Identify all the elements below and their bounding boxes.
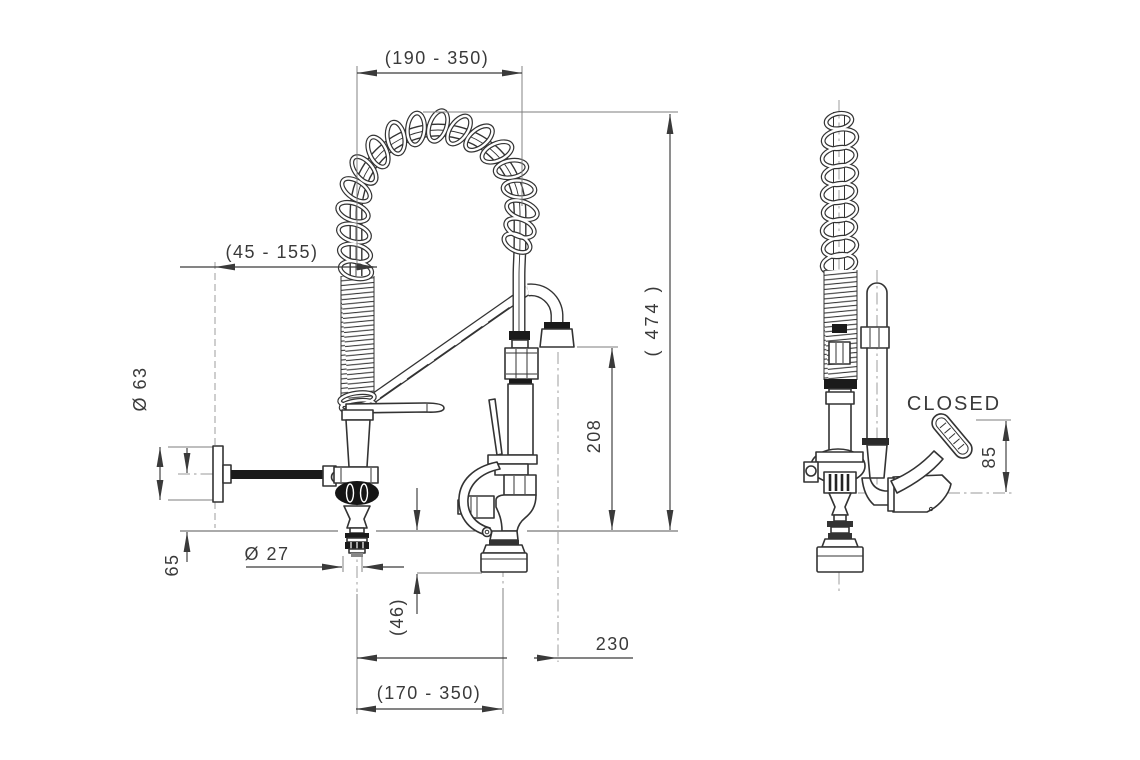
spray-valve bbox=[457, 331, 539, 538]
valve-elbow bbox=[495, 494, 537, 532]
dim-spout-reach-label: 230 bbox=[596, 634, 631, 654]
valve-body-side bbox=[803, 413, 973, 513]
quick-connect-inlet bbox=[345, 533, 369, 557]
dim-head-reach-label: (170 - 350) bbox=[377, 683, 482, 703]
spout-tube-side bbox=[860, 282, 894, 506]
dim-lever-height-label: 85 bbox=[979, 445, 999, 468]
lever-grip bbox=[931, 413, 973, 459]
dim-flange-diameter-label: Ø 63 bbox=[130, 366, 150, 411]
lever-arm-side bbox=[890, 450, 944, 494]
dim-overall-height-label: ( 474 ) bbox=[642, 283, 662, 356]
dim-head-drop-label: (46) bbox=[387, 598, 407, 636]
dim-inlet-diameter-label: Ø 27 bbox=[244, 544, 289, 564]
spring-hose-arch bbox=[335, 108, 540, 413]
wall-plate-hub bbox=[222, 464, 232, 484]
front-dimensions: (190 - 350) (45 - 155) ( 474 ) 208 Ø 63 … bbox=[130, 48, 678, 713]
spray-face-bell bbox=[480, 552, 528, 573]
spout-nozzle bbox=[539, 328, 575, 348]
front-view: (190 - 350) (45 - 155) ( 474 ) 208 Ø 63 … bbox=[130, 48, 678, 714]
spring-hose-side bbox=[821, 111, 859, 454]
support-rod-end bbox=[805, 465, 817, 477]
wall-bracket bbox=[212, 445, 344, 503]
gooseneck-outlet bbox=[527, 283, 575, 348]
faucet-body bbox=[333, 402, 445, 557]
dim-under-height-label: 65 bbox=[162, 553, 182, 576]
support-rod bbox=[231, 470, 324, 479]
wall-plate bbox=[212, 445, 224, 503]
squeeze-handle-blade bbox=[488, 398, 503, 456]
side-view: CLOSED 85 bbox=[803, 100, 1013, 592]
dim-spout-height-label: 208 bbox=[584, 419, 604, 454]
side-dimensions: CLOSED 85 bbox=[907, 393, 1011, 492]
ball-handle-knob bbox=[335, 481, 379, 505]
dim-wall-offset-label: (45 - 155) bbox=[225, 242, 318, 262]
spray-head-side bbox=[816, 492, 864, 573]
lever-state-label: CLOSED bbox=[907, 393, 1001, 415]
spray-head bbox=[480, 530, 528, 573]
valve-body-tube bbox=[507, 383, 534, 456]
dim-top-reach-label: (190 - 350) bbox=[385, 48, 490, 68]
